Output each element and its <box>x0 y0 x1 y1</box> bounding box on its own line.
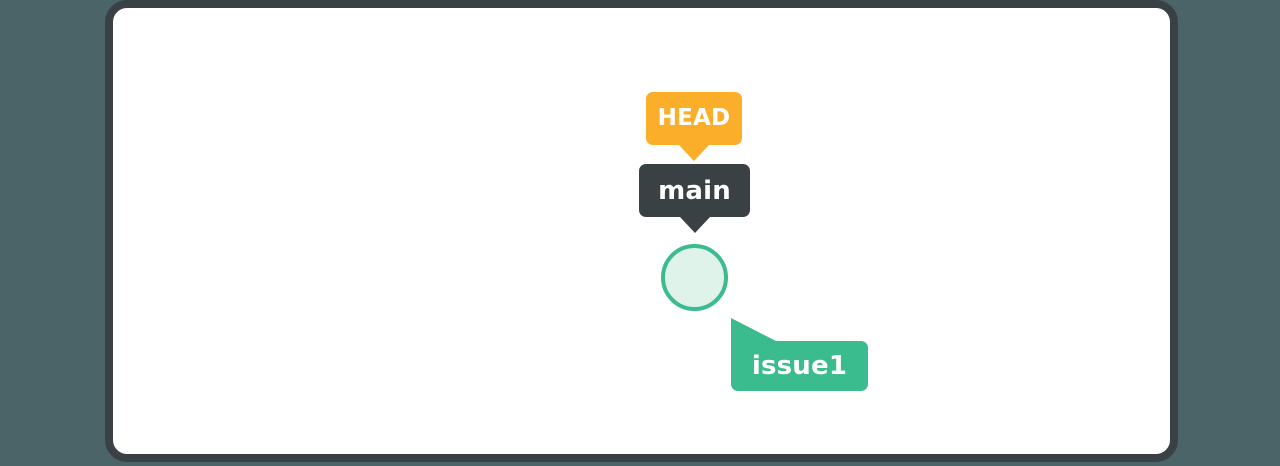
diagram-frame: HEAD main issue1 <box>105 0 1178 462</box>
commit-node[interactable] <box>661 244 728 311</box>
branch-badge-main[interactable]: main <box>639 164 750 217</box>
branch-label-issue1: issue1 <box>751 351 848 381</box>
head-pointer-label: HEAD <box>657 105 731 131</box>
branch-badge-issue1[interactable]: issue1 <box>731 318 868 391</box>
head-pointer-badge[interactable]: HEAD <box>646 92 742 145</box>
git-graph-stage: HEAD main issue1 <box>113 8 1170 454</box>
branch-label-main: main <box>658 175 731 206</box>
